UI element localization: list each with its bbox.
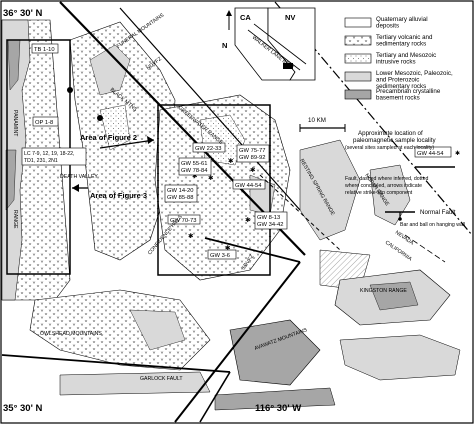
scale-bar: 10 KM <box>299 117 346 132</box>
area-2-label: Area of Figure 2 <box>80 133 137 142</box>
kingston-label: KINGSTON RANGE <box>360 288 407 294</box>
legend-fault-line3: relative strike-slip component <box>345 190 413 196</box>
legend-site-line2: paleomagnetic sample locality <box>353 137 436 144</box>
legend-site-sample: GW 44-54 <box>417 151 444 157</box>
gw-3-6-label: GW 3-6 <box>210 253 230 259</box>
gw-78-84-label: GW 78-84 <box>181 168 208 174</box>
lc-label-line2: TD1, 231, 2N1 <box>24 158 58 164</box>
sw-latitude: 35° 30' N <box>3 403 42 414</box>
garlock-east-fault <box>199 371 231 423</box>
star-icon: ✱ <box>228 157 234 165</box>
avawatz-area <box>59 319 461 411</box>
inferred-fault <box>259 174 341 251</box>
garlock-fault <box>1 354 231 373</box>
inset-ca-label: CA <box>240 13 251 22</box>
sample-locality-icon <box>67 87 73 93</box>
north-arrowhead-icon <box>226 10 232 16</box>
black-mountains-block <box>69 21 176 261</box>
gw-55-61-label: GW 55-61 <box>181 161 207 167</box>
range-label: RANGE <box>12 210 18 229</box>
sample-locality-icon <box>97 115 103 121</box>
gw-14-20-label: GW 14-20 <box>167 188 193 194</box>
southern-death-valley-fault <box>204 237 301 263</box>
legend-site-line1: Approximate location of <box>358 130 423 137</box>
legend-swatch-1 <box>344 35 372 46</box>
gw-34-42-label: GW 34-42 <box>257 222 283 228</box>
legend-star-icon: ✱ <box>455 150 460 157</box>
gw-89-92-label: GW 89-92 <box>239 155 265 161</box>
legend-fault-line2: where concealed, arrows indicate <box>345 183 422 189</box>
lc-label-line1: LC 7-9, 12, 19, 18-22, <box>24 151 74 157</box>
inset-nv-label: NV <box>285 13 295 22</box>
s-longitude: 116° 30' W <box>255 403 301 414</box>
legend-swatch-0 <box>344 17 372 28</box>
gw-70-73-label: GW 70-73 <box>170 218 196 224</box>
op-label: OP 1-8 <box>35 120 53 126</box>
garlock-fault-label: GARLOCK FAULT <box>140 376 183 382</box>
legend-fault-line1: Fault, dashed where inferred, dotted <box>345 176 428 182</box>
star-icon: ✱ <box>250 166 256 174</box>
area-figure-2-box <box>157 104 271 276</box>
kingston-range <box>334 269 451 326</box>
legend-label-3: Lower Mesozoic, Paleozoic,and Proterozoi… <box>376 70 453 90</box>
legend-swatch-2 <box>344 53 372 64</box>
legend-swatch-3 <box>344 71 372 82</box>
gw-8-13-label: GW 8-13 <box>257 215 280 221</box>
star-icon: ✱ <box>225 244 231 252</box>
star-icon: ✱ <box>188 232 194 240</box>
owlshead-label: OWLSHEAD MOUNTAINS <box>40 331 102 337</box>
owlshead-area <box>29 289 211 371</box>
scale-label: 10 KM <box>308 117 326 124</box>
tb-label: TB 1-10 <box>34 47 55 53</box>
left-site-labels: TB 1-10 OP 1-8 LC 7-9, 12, 19, 18-22, TD… <box>21 43 87 166</box>
star-icon: ✱ <box>245 216 251 224</box>
star-icon: ✱ <box>192 172 198 180</box>
gw-44-54-label: GW 44-54 <box>235 183 262 189</box>
gw-labels: GW 22-33 GW 55-61 GW 78-84 GW 75-77 GW 8… <box>164 142 288 260</box>
north-label: N <box>222 41 227 50</box>
area-3-label: Area of Figure 3 <box>90 191 147 200</box>
gw-85-88-label: GW 85-88 <box>167 195 193 201</box>
gw-75-77-label: GW 75-77 <box>239 148 265 154</box>
legend-swatch-4 <box>344 89 372 100</box>
legend-site-line3: (several sites sampled at each locality) <box>345 145 434 151</box>
area-arrows <box>72 136 155 192</box>
inset-map: CA NV WALKER LANE BELT N <box>222 7 316 81</box>
gw-22-33-label: GW 22-33 <box>195 146 221 152</box>
nw-latitude: 36° 30' N <box>3 8 42 19</box>
star-icon: ✱ <box>208 174 214 182</box>
normal-fault-title: Normal Fault <box>420 209 456 216</box>
death-valley-label: DEATH VALLEY <box>60 174 98 180</box>
study-area-marker-icon <box>283 63 293 69</box>
normal-fault-sub: Bar and ball on hanging wall <box>400 222 465 228</box>
sdvfz-fault <box>174 261 301 423</box>
state-line-lower <box>404 234 446 263</box>
panamint-label: PANAMINT <box>12 110 18 137</box>
